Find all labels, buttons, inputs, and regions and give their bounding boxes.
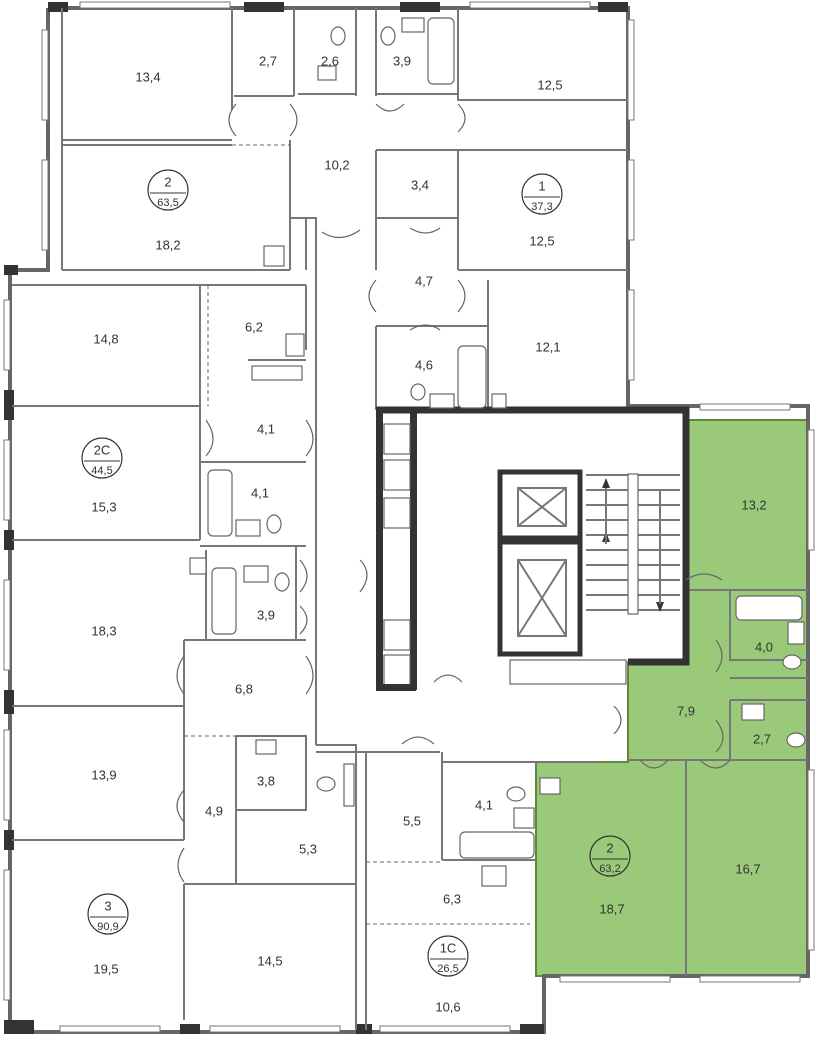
room-area-label: 4,1 bbox=[475, 797, 493, 812]
apt-rooms-count: 1 bbox=[538, 178, 545, 193]
apt-rooms-count: 2С bbox=[94, 442, 111, 457]
room-area-label: 12,1 bbox=[535, 339, 560, 354]
room-area-label: 4,7 bbox=[415, 273, 433, 288]
apt-rooms-count: 2 bbox=[164, 174, 171, 189]
room-area-label: 19,5 bbox=[93, 961, 118, 976]
apt-badge-2-highlight[interactable]: 2 63,2 bbox=[589, 835, 631, 877]
apt-rooms-count: 3 bbox=[104, 898, 111, 913]
room-area-label: 3,9 bbox=[393, 53, 411, 68]
room-area-label: 13,2 bbox=[741, 497, 766, 512]
room-area-label: 16,7 bbox=[735, 861, 760, 876]
room-area-label: 18,2 bbox=[155, 237, 180, 252]
apt-total-area: 63,2 bbox=[599, 863, 620, 875]
room-area-label: 6,8 bbox=[235, 681, 253, 696]
apt-badge-2c[interactable]: 2С 44,5 bbox=[81, 437, 123, 479]
apt-total-area: 63,5 bbox=[157, 197, 178, 209]
interior-walls bbox=[12, 8, 808, 1030]
room-area-label: 5,5 bbox=[403, 813, 421, 828]
room-area-label: 13,9 bbox=[91, 767, 116, 782]
apt-badge-3[interactable]: 3 90,9 bbox=[87, 893, 129, 935]
room-area-label: 14,5 bbox=[257, 953, 282, 968]
room-area-label: 4,6 bbox=[415, 357, 433, 372]
apt-badge-1c[interactable]: 1С 26,5 bbox=[427, 935, 469, 977]
room-area-label: 4,1 bbox=[251, 485, 269, 500]
room-area-label: 14,8 bbox=[93, 331, 118, 346]
room-area-label: 4,0 bbox=[755, 639, 773, 654]
apt-total-area: 44,5 bbox=[91, 465, 112, 477]
room-area-label: 15,3 bbox=[91, 499, 116, 514]
apt-rooms-count: 2 bbox=[606, 840, 613, 855]
room-area-label: 18,7 bbox=[599, 901, 624, 916]
room-area-label: 12,5 bbox=[529, 233, 554, 248]
apt-rooms-count: 1С bbox=[440, 940, 457, 955]
apt-badge-1[interactable]: 1 37,3 bbox=[521, 173, 563, 215]
apt-badge-2-top[interactable]: 2 63,5 bbox=[147, 169, 189, 211]
dashed-partitions bbox=[184, 144, 530, 925]
room-area-label: 12,5 bbox=[537, 77, 562, 92]
apt-total-area: 26,5 bbox=[437, 963, 458, 975]
highlighted-apartment[interactable] bbox=[535, 419, 809, 977]
stair-core bbox=[376, 406, 690, 691]
room-area-label: 6,3 bbox=[443, 891, 461, 906]
room-area-label: 5,3 bbox=[299, 841, 317, 856]
room-area-label: 13,4 bbox=[135, 69, 160, 84]
room-area-label: 3,9 bbox=[257, 607, 275, 622]
room-area-label: 2,7 bbox=[753, 731, 771, 746]
room-labels: 13,4 2,7 2,6 3,9 12,5 10,2 18,2 3,4 12,5… bbox=[91, 53, 773, 1014]
room-area-label: 18,3 bbox=[91, 623, 116, 638]
doors bbox=[176, 103, 731, 883]
room-area-label: 7,9 bbox=[677, 703, 695, 718]
room-area-label: 4,1 bbox=[257, 421, 275, 436]
room-area-label: 10,6 bbox=[435, 999, 460, 1014]
room-area-label: 4,9 bbox=[205, 803, 223, 818]
room-area-label: 3,4 bbox=[411, 177, 429, 192]
room-area-label: 2,6 bbox=[321, 53, 339, 68]
fixtures bbox=[189, 17, 806, 887]
room-area-label: 2,7 bbox=[259, 53, 277, 68]
apt-total-area: 90,9 bbox=[97, 921, 118, 933]
outer-walls bbox=[3, 1, 815, 1034]
room-area-label: 3,8 bbox=[257, 773, 275, 788]
room-area-label: 6,2 bbox=[245, 319, 263, 334]
stair-steps bbox=[586, 473, 680, 615]
room-area-label: 10,2 bbox=[324, 157, 349, 172]
apt-total-area: 37,3 bbox=[531, 201, 552, 213]
